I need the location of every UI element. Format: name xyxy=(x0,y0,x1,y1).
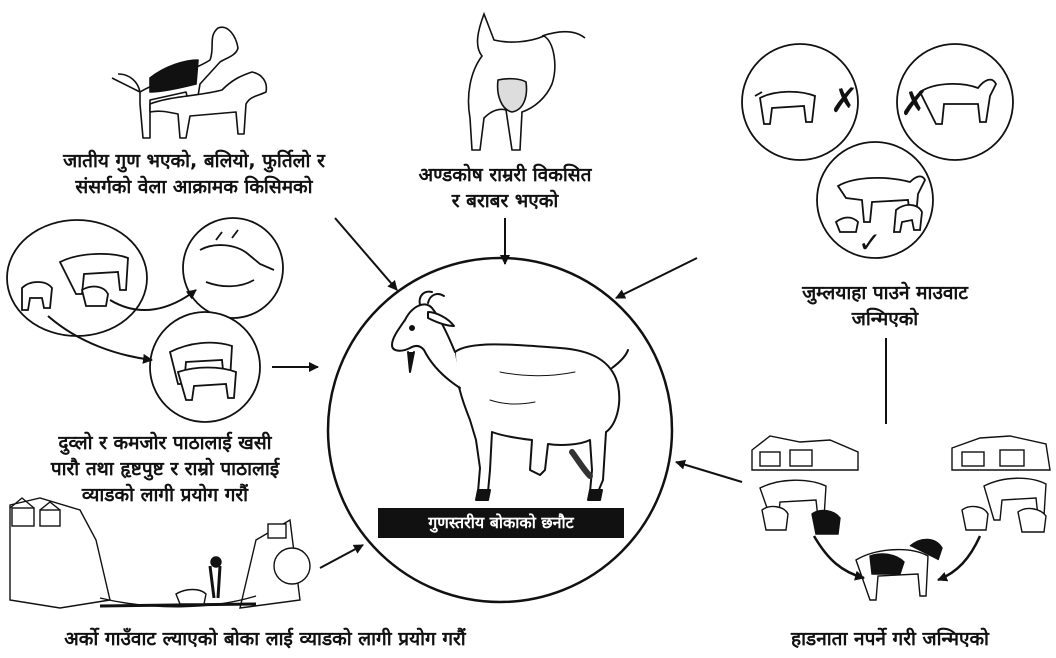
caption-castrate-weak: दुव्लो र कमजोर पाठालाई खसी पारौ तथा हृष्… xyxy=(0,430,330,508)
central-title-banner: गुणस्तरीय बोकाको छनौट xyxy=(378,508,624,538)
castration-circles-illustration xyxy=(7,218,283,422)
accept-mark: ✓ xyxy=(858,226,881,259)
caption-testes: अण्डकोष राम्ररी विकसित र बराबर भएको xyxy=(390,162,620,214)
svg-text:✗: ✗ xyxy=(830,81,859,121)
buck-hindquarters-illustration xyxy=(469,14,586,150)
caption-other-village: अर्को गाउँवाट ल्याएको बोका लाई व्याडको ल… xyxy=(0,626,530,652)
caption-no-inbreeding: हाडनाता नपर्ने गरी जन्मिएको xyxy=(730,626,1050,652)
reject-mark-1: ✗ xyxy=(830,81,859,121)
reject-mark-2: ✗ xyxy=(900,84,929,124)
caption-twins-mother: जुम्लयाहा पाउने माउवाट जन्मिएको xyxy=(760,280,1010,332)
mating-goats-illustration xyxy=(112,27,266,138)
no-inbreeding-illustration xyxy=(752,436,1050,600)
other-village-illustration xyxy=(10,498,310,608)
caption-good-breed: जातीय गुण भएको, बलियो, फुर्तिलो र संसर्ग… xyxy=(4,148,384,200)
